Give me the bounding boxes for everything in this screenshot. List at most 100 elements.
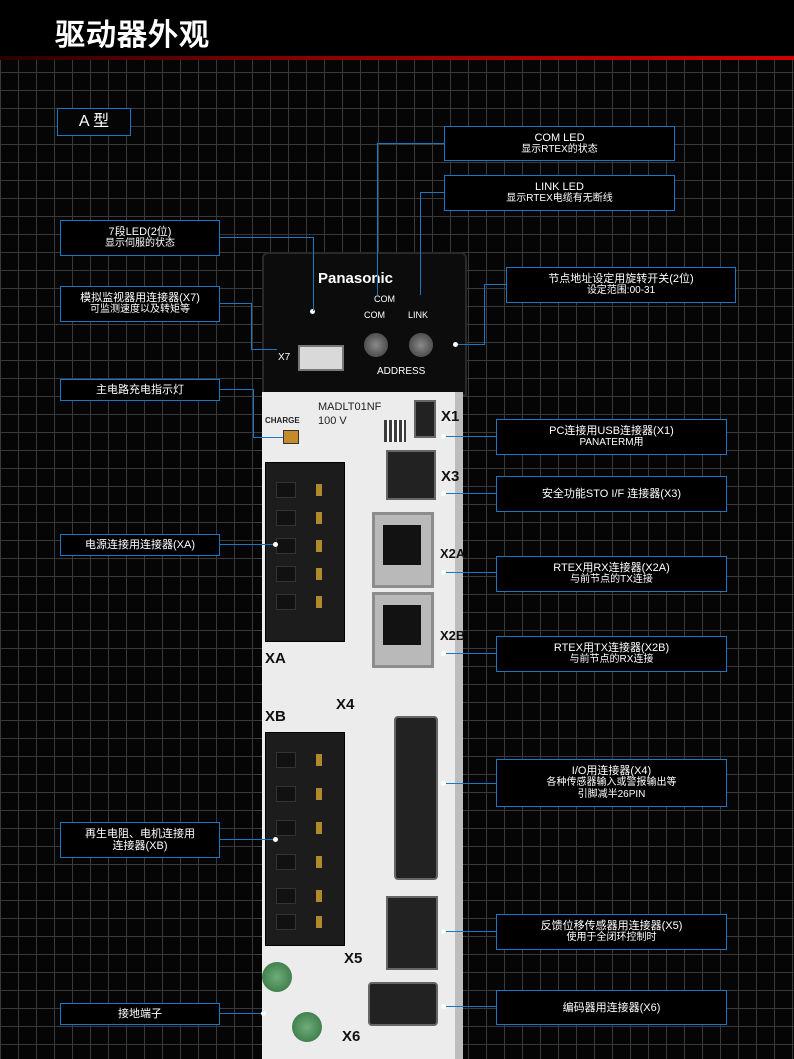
node-switch-high[interactable] (364, 333, 388, 357)
title-bar (0, 0, 794, 60)
x4-label: X4 (336, 696, 355, 713)
callout-ground: 接地端子 (60, 1003, 220, 1025)
xa-pin (316, 484, 322, 496)
x7-connector[interactable] (298, 345, 344, 371)
x4-io-connector[interactable] (394, 716, 438, 880)
x5-feedback-connector[interactable] (386, 896, 438, 970)
leader-line (219, 1013, 263, 1014)
x2a-label: X2A (440, 546, 466, 561)
pointer-dot (441, 651, 446, 656)
com-text-2: COM (364, 310, 385, 320)
callout-x4: I/O用连接器(X4) 各种传感器输入或警报输出等 引脚减半26PIN (496, 759, 727, 807)
x2b-rj45-port[interactable] (372, 592, 434, 668)
leader-line (219, 389, 253, 390)
ground-screw[interactable] (262, 962, 292, 992)
xa-slot (276, 566, 296, 582)
type-label: A 型 (57, 108, 131, 136)
xb-pin (316, 890, 322, 902)
leader-line (420, 192, 444, 193)
leader-line (444, 436, 496, 437)
x6-encoder-connector[interactable] (368, 982, 438, 1026)
x1-label: X1 (441, 408, 460, 425)
x3-sto-port[interactable] (386, 450, 436, 500)
pointer-dot (261, 1011, 266, 1016)
callout-desc: 与前节点的RX连接 (569, 654, 654, 665)
xb-slot (276, 786, 296, 802)
pointer-dot (453, 342, 458, 347)
title-underline (0, 56, 794, 60)
leader-line (219, 544, 275, 545)
front-panel (262, 252, 467, 396)
x2b-socket (383, 605, 421, 645)
callout-desc: 各种传感器输入或警报输出等 (546, 777, 677, 788)
callout-desc: 显示RTEX的状态 (521, 143, 598, 155)
node-switch-low[interactable] (409, 333, 433, 357)
xb-slot (276, 820, 296, 836)
callout-title: 主电路充电指示灯 (96, 384, 184, 396)
callout-title: LINK LED (535, 181, 584, 193)
callout-desc: 可监测速度以及转矩等 (90, 304, 190, 315)
xa-pin (316, 568, 322, 580)
callout-x2b: RTEX用TX连接器(X2B) 与前节点的RX连接 (496, 636, 727, 672)
callout-title: 反馈位移传感器用连接器(X5) (540, 920, 683, 932)
pointer-dot (441, 929, 446, 934)
callout-title: 安全功能STO I/F 连接器(X3) (541, 488, 682, 500)
model-number: MADLT01NF (318, 401, 382, 413)
leader-line (377, 143, 444, 144)
callout-title: COM LED (534, 131, 585, 144)
leader-line (251, 349, 277, 350)
driver-side-shadow (455, 392, 463, 1059)
callout-title: I/O用连接器(X4) (571, 765, 652, 777)
pointer-dot (273, 542, 278, 547)
xb-slot (276, 854, 296, 870)
callout-desc: 显示伺服的状态 (105, 238, 175, 249)
callout-title: RTEX用RX连接器(X2A) (553, 562, 670, 574)
callout-title: 再生电阻、电机连接用 (85, 828, 195, 840)
leader-line (219, 839, 275, 840)
callout-x5: 反馈位移传感器用连接器(X5) 使用于全闭环控制时 (496, 914, 727, 950)
callout-link-led: LINK LED 显示RTEX电缆有无断线 (444, 175, 675, 211)
link-label: LINK (408, 310, 429, 320)
callout-desc: PANATERM用 (579, 437, 644, 448)
page-title: 驱动器外观 (55, 18, 210, 53)
x2a-socket (383, 525, 421, 565)
xb-label: XB (265, 708, 286, 725)
xb-slot (276, 914, 296, 930)
ground-screw[interactable] (292, 1012, 322, 1042)
xb-pin (316, 754, 322, 766)
leader-line (444, 783, 496, 784)
x3-label: X3 (441, 468, 460, 485)
leader-line (251, 303, 252, 349)
leader-line (219, 237, 313, 238)
callout-title: 接地端子 (118, 1008, 162, 1020)
x2b-label: X2B (440, 628, 466, 643)
callout-x2a: RTEX用RX连接器(X2A) 与前节点的TX连接 (496, 556, 727, 592)
xb-pin (316, 822, 322, 834)
callout-desc: 使用于全闭环控制时 (566, 932, 657, 943)
qr-code (384, 420, 406, 442)
leader-line (377, 143, 378, 295)
callout-title: PC连接用USB连接器(X1) (549, 425, 674, 437)
x2a-rj45-port[interactable] (372, 512, 434, 588)
pointer-dot (441, 1004, 446, 1009)
leader-line (253, 437, 283, 438)
pointer-dot (441, 781, 446, 786)
callout-x7: 模拟监视器用连接器(X7) 可监测速度以及转矩等 (60, 286, 220, 322)
leader-line (444, 572, 496, 573)
xa-label: XA (265, 650, 286, 667)
x1-usb-port[interactable] (414, 400, 436, 438)
callout-seg-led: 7段LED(2位) 显示伺服的状态 (60, 220, 220, 256)
voltage-rating: 100 V (318, 415, 347, 427)
model-plate: MADLT01NF 100 V (318, 400, 381, 428)
leader-line (456, 344, 485, 345)
xb-slot (276, 752, 296, 768)
callout-title: 电源连接用连接器(XA) (85, 539, 195, 551)
x7-label: X7 (278, 352, 291, 363)
xa-slot (276, 594, 296, 610)
callout-desc: 设定范围:00-31 (586, 285, 656, 296)
pointer-dot (441, 491, 446, 496)
xb-pin (316, 856, 322, 868)
xb-terminal-block[interactable] (265, 732, 345, 946)
address-label: ADDRESS (377, 366, 426, 377)
callout-x3: 安全功能STO I/F 连接器(X3) (496, 476, 727, 512)
